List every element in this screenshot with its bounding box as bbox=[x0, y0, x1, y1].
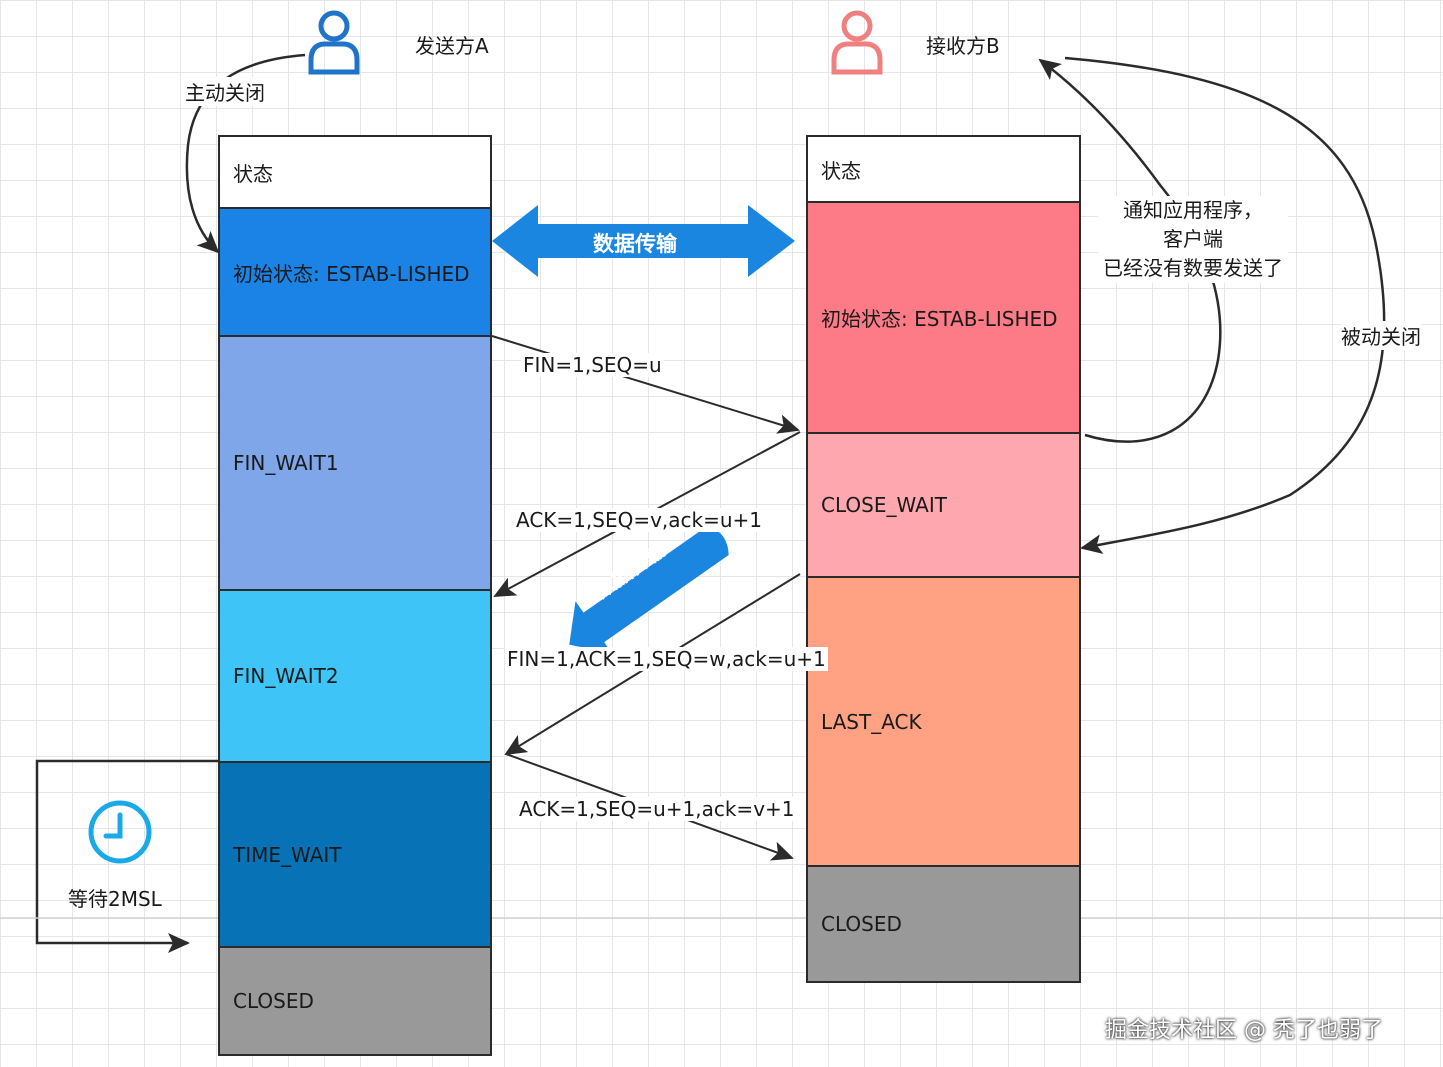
receiver-state-close-wait: CLOSE_WAIT bbox=[808, 434, 1079, 578]
wait-2msl-label: 等待2MSL bbox=[68, 887, 162, 911]
ack1-label: ACK=1,SEQ=v,ack=u+1 bbox=[514, 508, 765, 532]
receiver-title: 接收方B bbox=[926, 34, 1000, 58]
notify-app-line2: 客户端 bbox=[1163, 227, 1223, 251]
notify-app-line1: 通知应用程序， bbox=[1123, 198, 1263, 222]
state-label: TIME_WAIT bbox=[233, 842, 342, 867]
state-label: CLOSED bbox=[821, 912, 902, 936]
fin1-label: FIN=1,SEQ=u bbox=[521, 353, 664, 377]
ack2-label: ACK=1,SEQ=u+1,ack=v+1 bbox=[517, 797, 797, 821]
clock-icon bbox=[88, 800, 152, 864]
receiver-state-last-ack: LAST_ACK bbox=[808, 578, 1079, 867]
state-label: 初始状态: ESTAB-LISHED bbox=[233, 261, 470, 286]
state-label: CLOSE_WAIT bbox=[821, 493, 947, 517]
state-label: CLOSED bbox=[233, 989, 314, 1013]
state-label: 初始状态: ESTAB-LISHED bbox=[821, 307, 1058, 331]
sender-user-icon bbox=[308, 10, 360, 75]
active-close-label: 主动关闭 bbox=[183, 77, 267, 106]
sender-state-header: 状态 bbox=[220, 137, 490, 209]
watermark: 掘金技术社区 @ 秃了也弱了 bbox=[1105, 1018, 1383, 1043]
state-label: FIN_WAIT1 bbox=[233, 451, 339, 475]
fin2-label: FIN=1,ACK=1,SEQ=w,ack=u+1 bbox=[505, 647, 828, 671]
receiver-state-established: 初始状态: ESTAB-LISHED bbox=[808, 203, 1079, 434]
sender-state-time-wait: TIME_WAIT bbox=[220, 763, 490, 948]
passive-close-label: 被动关闭 bbox=[1341, 321, 1421, 350]
data-transfer-label: 数据传输 bbox=[593, 232, 677, 256]
state-label: FIN_WAIT2 bbox=[233, 664, 339, 688]
sender-state-established: 初始状态: ESTAB-LISHED bbox=[220, 209, 490, 337]
fin1-arrow bbox=[491, 335, 800, 434]
sender-state-fin-wait2: FIN_WAIT2 bbox=[220, 591, 490, 763]
data-transfer-diagonal-arrow bbox=[569, 525, 729, 654]
wait-bracket bbox=[35, 759, 218, 953]
state-label: LAST_ACK bbox=[821, 709, 922, 734]
data-transfer-double-arrow bbox=[492, 205, 795, 277]
sender-state-column: 状态 初始状态: ESTAB-LISHED FIN_WAIT1 FIN_WAIT… bbox=[218, 135, 492, 1056]
sender-state-fin-wait1: FIN_WAIT1 bbox=[220, 337, 490, 591]
notify-app-line3: 已经没有数要发送了 bbox=[1103, 256, 1283, 280]
active-close-arrow bbox=[185, 53, 306, 254]
passive-close-arrow bbox=[1064, 56, 1386, 555]
receiver-state-column: 状态 初始状态: ESTAB-LISHED CLOSE_WAIT LAST_AC… bbox=[806, 135, 1081, 983]
sender-title: 发送方A bbox=[415, 34, 489, 58]
receiver-user-icon bbox=[831, 10, 883, 75]
receiver-state-header: 状态 bbox=[808, 137, 1079, 203]
receiver-state-closed: CLOSED bbox=[808, 867, 1079, 981]
notify-app-note: 通知应用程序， 客户端 已经没有数要发送了 bbox=[1098, 196, 1288, 283]
sender-state-closed: CLOSED bbox=[220, 948, 490, 1054]
